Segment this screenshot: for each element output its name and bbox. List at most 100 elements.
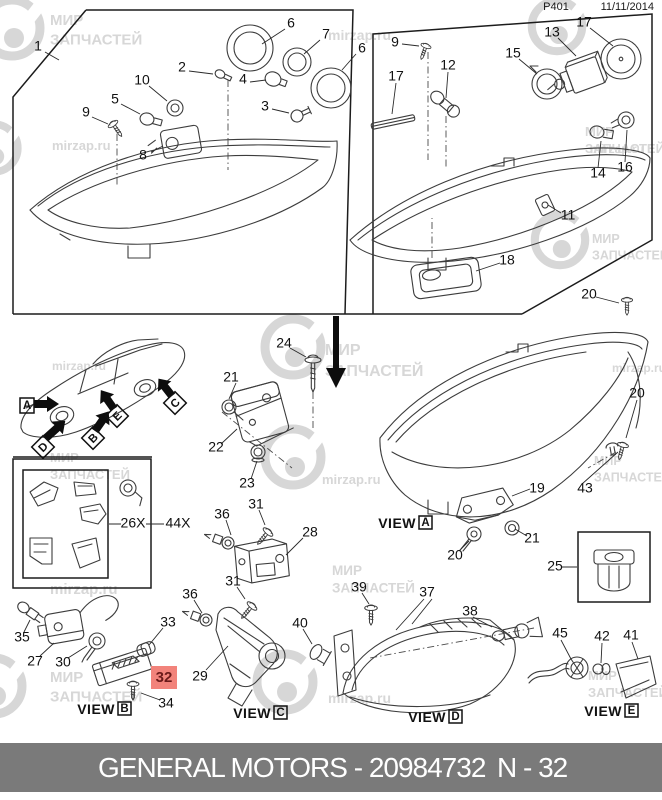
highlighted-part-number[interactable]: 32 [156,669,173,686]
pointer-arrow-B [91,411,110,434]
watermark-brand-text: ЗАПЧАСТЕЙ [585,141,662,156]
part-callout-28[interactable]: 28 [302,524,318,540]
watermark-brand-text: ЗАПЧАСТЕЙ [588,685,662,700]
part-callout-1[interactable]: 1 [34,38,42,54]
view-label-D: VIEW D [408,709,463,725]
part-callout-21[interactable]: 21 [524,530,540,546]
watermark-url-text: mirzap.ru [328,27,391,43]
part-callout-4[interactable]: 4 [239,71,247,87]
clip-kit-outer-box [12,458,152,589]
part-callout-44X[interactable]: 44X [166,515,192,531]
part-callout-25[interactable]: 25 [547,558,563,574]
part-callout-20[interactable]: 20 [447,547,463,563]
part-callout-37[interactable]: 37 [419,584,435,600]
highlighted-callout-32[interactable]: 32 [151,666,177,689]
watermark-url-text: mirzap.ru [590,142,644,156]
part-callout-15[interactable]: 15 [505,45,521,61]
headlamp-sketch-left [29,24,352,259]
watermark-brand-text: ЗАПЧАСТЕЙ [50,31,142,49]
viewB-sketches [17,595,156,701]
screw-24-sketch [304,354,322,393]
car-label-A: A [23,400,31,412]
part-callout-5[interactable]: 5 [111,91,119,107]
svg-text:VIEW: VIEW [77,701,115,717]
watermark-brand-text: МИР [325,342,361,359]
part-callout-3[interactable]: 3 [261,98,269,114]
footer-bar: GENERAL MOTORS - 20984732 N - 32 [0,743,662,792]
part-callout-11[interactable]: 11 [561,207,576,223]
part-callout-27[interactable]: 27 [27,653,43,669]
part-callout-42[interactable]: 42 [594,628,610,644]
part-callout-7[interactable]: 7 [322,26,330,42]
part-callout-31[interactable]: 31 [225,573,241,589]
part-callout-35[interactable]: 35 [14,629,30,645]
part-callout-19[interactable]: 19 [529,480,545,496]
part-callout-43[interactable]: 43 [577,480,593,496]
part-25-box [577,531,651,603]
diagram-date: 11/11/2014 [600,1,654,13]
clip-kit-inner-box [22,469,109,579]
watermark-brand-text: МИР [592,232,620,246]
part-callout-18[interactable]: 18 [499,252,515,268]
part-callout-30[interactable]: 30 [55,654,71,670]
car-view-pointers: A D B E C [19,378,188,460]
part-callout-9[interactable]: 9 [82,104,90,120]
part-callout-16[interactable]: 16 [617,159,633,175]
part-callout-14[interactable]: 14 [590,165,606,181]
section-borders [12,9,653,603]
pointer-arrow-D [43,420,66,441]
part-callout-13[interactable]: 13 [544,24,560,40]
svg-text:VIEW: VIEW [408,709,446,725]
viewD-sketches [333,604,543,714]
part-callout-26X[interactable]: 26X [121,515,147,531]
part-callout-34[interactable]: 34 [158,695,174,711]
part-callout-12[interactable]: 12 [440,57,456,73]
projector-module-sketch [147,124,203,159]
view-labels: VIEW A VIEW B VIEW C VIEW D VIEW E [77,515,639,725]
svg-text:A: A [421,517,429,529]
part-callout-45[interactable]: 45 [552,625,568,641]
part-callout-33[interactable]: 33 [160,614,176,630]
part-callout-6[interactable]: 6 [287,15,295,31]
part-callout-29[interactable]: 29 [192,668,208,684]
part-callout-36[interactable]: 36 [214,506,230,522]
watermark-logo-icon [0,124,23,172]
bracket-28-sketch [233,538,290,584]
part-callout-8[interactable]: 8 [139,147,147,163]
part-callout-39[interactable]: 39 [351,579,367,595]
footer-part-title: GENERAL MOTORS - 20984732 [98,752,486,783]
part-callout-17[interactable]: 17 [576,14,592,30]
watermark-brand-text: МИР [50,669,83,686]
part-callout-20[interactable]: 20 [629,385,645,401]
watermark-logo-icon [257,653,319,710]
watermark-brand-text: ЗАПЧАСТЕЙ [50,688,142,706]
watermark-brand-text: ЗАПЧАСТЕЙ [332,581,415,596]
part-callout-36[interactable]: 36 [182,586,198,602]
part-callout-10[interactable]: 10 [134,72,150,88]
part-callout-22[interactable]: 22 [208,439,224,455]
part-callout-23[interactable]: 23 [239,475,255,491]
part-callout-24[interactable]: 24 [276,335,292,351]
svg-text:B: B [120,703,128,715]
part-callout-6[interactable]: 6 [358,40,366,56]
part-callout-38[interactable]: 38 [462,603,478,619]
part-callout-31[interactable]: 31 [248,496,264,512]
part-callout-40[interactable]: 40 [292,615,308,631]
part-callout-17[interactable]: 17 [388,68,404,84]
hid-bulb-sketch [547,50,608,94]
part-callout-41[interactable]: 41 [623,627,639,643]
viewC-sketches [181,525,332,707]
svg-text:VIEW: VIEW [584,703,622,719]
svg-text:VIEW: VIEW [378,515,416,531]
bracket-22-sketch [230,381,294,447]
pointer-arrow-C [157,378,176,399]
clip-kit-sketches [29,479,143,569]
watermark-logo-icon [0,657,28,714]
svg-text:E: E [628,705,636,717]
part-callout-20[interactable]: 20 [581,286,597,302]
pointer-arrow-down [326,316,346,388]
watermark-url-text: mirzap.ru [50,581,118,598]
part-callout-21[interactable]: 21 [223,369,239,385]
part-callout-2[interactable]: 2 [178,59,186,75]
part-callout-9[interactable]: 9 [391,34,399,50]
